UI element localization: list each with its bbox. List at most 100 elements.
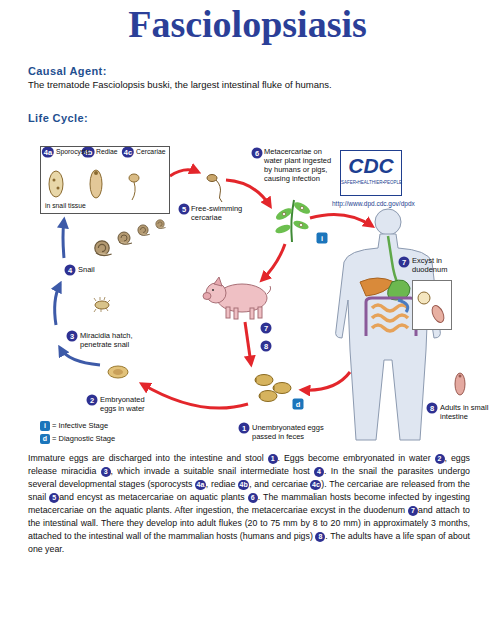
human-figure <box>398 300 408 312</box>
cycle-arrows <box>245 322 251 364</box>
egg-illustration <box>273 383 291 394</box>
callout-number: 2 <box>87 395 98 406</box>
life-cycle-paragraph: Immature eggs are discharged into the in… <box>28 452 470 556</box>
larval-stages <box>49 171 63 197</box>
callout-number: 4c <box>122 147 134 158</box>
callout-number: 5 <box>179 204 190 215</box>
water-plant <box>282 212 285 215</box>
egg-illustration <box>256 378 274 398</box>
stage-box: SporocystsRediaeCercariaein snail tissue <box>40 146 170 214</box>
egg-illustration <box>259 391 277 402</box>
snail-illustration <box>158 222 162 226</box>
cycle-arrows <box>170 170 198 176</box>
legend-row: i = Infective Stage <box>40 420 108 431</box>
stage-label: Free-swimming cercariae <box>191 204 249 222</box>
cycle-arrows <box>63 220 64 258</box>
adult-fluke <box>455 373 465 395</box>
water-plant <box>274 223 291 235</box>
pig-illustration <box>203 293 211 300</box>
inset-panel <box>418 292 430 304</box>
larval-stages <box>132 182 135 200</box>
cercaria-illustration <box>216 180 222 202</box>
water-plant <box>274 206 294 222</box>
inset-panel <box>412 280 452 330</box>
cycle-arrows <box>226 180 270 206</box>
cycle-arrows <box>302 372 350 390</box>
egg-illustration <box>108 366 128 378</box>
pig-illustration <box>203 277 271 319</box>
pig-illustration <box>234 308 238 319</box>
callout-number: 7 <box>399 257 410 268</box>
snail-illustration <box>96 253 112 256</box>
snail-illustration <box>138 225 150 235</box>
snail-illustration <box>95 220 166 256</box>
cercaria-illustration <box>207 175 222 203</box>
cycle-arrows <box>142 384 248 408</box>
cycle-arrows <box>55 284 60 325</box>
callout-number: 7 <box>408 506 418 516</box>
stage-marker: d <box>293 399 304 410</box>
human-figure <box>372 305 408 331</box>
egg-illustration <box>113 369 123 375</box>
stage-label: Adults in small intestine <box>440 403 492 421</box>
box-text: SAFER•HEALTHIER•PEOPLE <box>341 181 401 186</box>
callout-number: 5 <box>49 493 59 503</box>
box-text: Rediae <box>96 148 118 155</box>
snail-illustration <box>118 232 132 244</box>
box-text: Excyst in duodenum <box>412 256 458 274</box>
section-heading: Causal Agent: <box>28 65 107 78</box>
pig-illustration <box>250 308 254 319</box>
larval-stages <box>129 174 139 182</box>
cycle-arrows <box>262 244 285 280</box>
larval-stages <box>90 170 102 198</box>
legend-row: d= Diagnostic Stage <box>40 433 115 444</box>
human-figure <box>366 298 416 336</box>
water-plant <box>300 206 303 209</box>
callout-number: 7 <box>261 323 272 334</box>
paragraph-text: . Eggs become embryonated in water <box>278 453 435 463</box>
callout-number: 6 <box>252 148 263 159</box>
snail-illustration <box>139 233 150 235</box>
human-figure <box>375 209 401 235</box>
adult-fluke <box>459 375 462 378</box>
callout-number: 4 <box>65 265 76 276</box>
callout-number: 4c <box>310 480 321 490</box>
callout-number: 4a <box>195 480 206 490</box>
stage-marker: i <box>317 233 328 244</box>
egg-illustration <box>255 375 273 386</box>
stage-marker: i <box>44 422 46 429</box>
cycle-arrows <box>60 348 100 365</box>
cercaria-illustration <box>207 175 217 182</box>
water-plant <box>299 223 302 226</box>
callout-number: 1 <box>268 454 278 464</box>
logo-box: CDC SAFER•HEALTHIER•PEOPLE <box>340 150 402 196</box>
pig-illustration <box>226 307 230 318</box>
box-text: CDC <box>341 154 401 177</box>
callout-number: 2 <box>435 454 445 464</box>
snail-illustration <box>121 235 127 241</box>
callout-number: 4b <box>238 480 249 490</box>
callout-number: 4a <box>42 147 54 158</box>
water-plant <box>291 200 294 242</box>
paragraph-text: Immature eggs are discharged into the in… <box>28 453 268 463</box>
snail-illustration <box>156 220 166 229</box>
pig-illustration <box>267 286 271 294</box>
inset-panel <box>430 304 447 325</box>
snail-illustration <box>95 241 112 256</box>
adult-fluke <box>455 373 465 395</box>
stage-label: Embryonated eggs in water <box>100 395 160 413</box>
inset-box: Excyst in duodenum <box>412 280 452 330</box>
pig-illustration <box>212 289 214 291</box>
snail-illustration <box>119 242 132 244</box>
url-text: http://www.dpd.cdc.gov/dpdx <box>332 200 415 207</box>
miracidium-illustration <box>94 297 110 312</box>
inset-panel <box>412 280 452 330</box>
legend-text: = Infective Stage <box>52 421 108 430</box>
callout-number: 1 <box>239 423 250 434</box>
larval-stages <box>53 179 56 182</box>
page-title: Fasciolopsiasis <box>0 2 495 46</box>
callout-number: 6 <box>248 493 258 503</box>
